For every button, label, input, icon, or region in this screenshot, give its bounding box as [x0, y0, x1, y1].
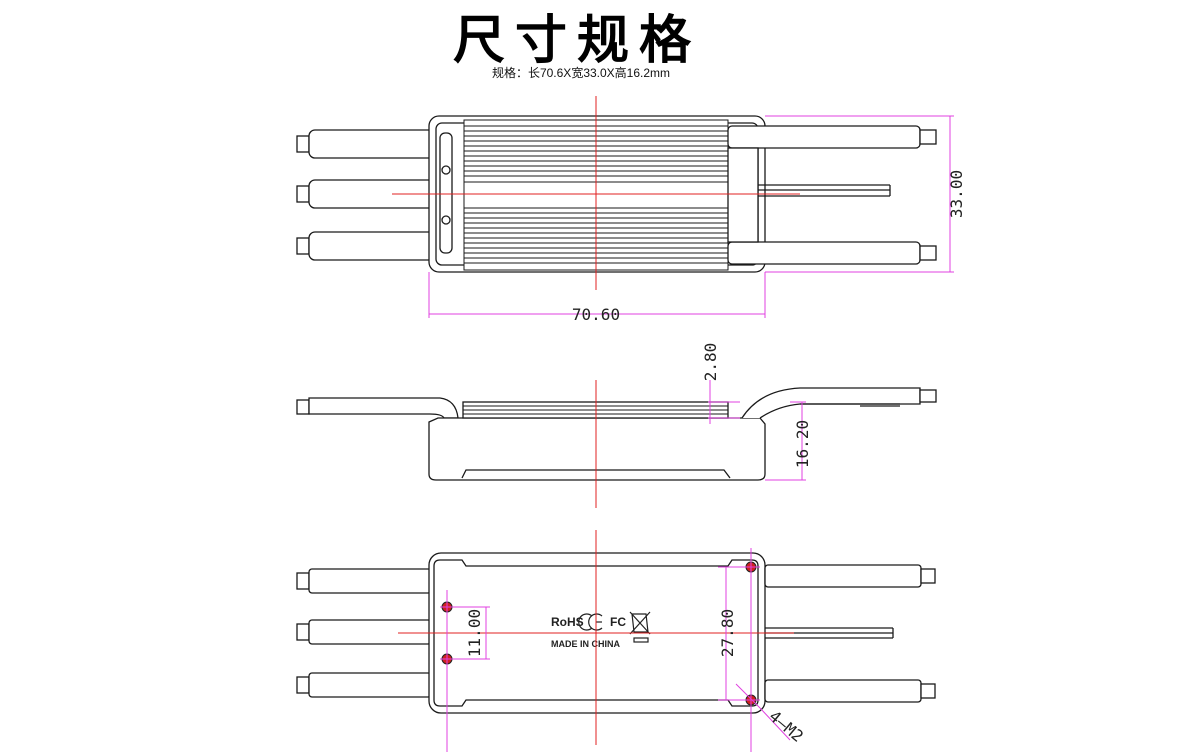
bottom-view-dimensions [440, 548, 791, 752]
battery-wires-right [727, 125, 937, 265]
height-dimension-label: 16.20 [793, 420, 812, 468]
ce-mark-icon [578, 613, 593, 631]
bottom-view-centerlines [398, 530, 794, 745]
hole-spacing-long-label: 27.80 [718, 609, 737, 657]
esc-body-side [428, 417, 766, 481]
width-dimension-label: 33.00 [947, 170, 966, 218]
rohs-mark: RoHS [551, 615, 584, 629]
top-view-centerlines [392, 96, 800, 290]
side-view [296, 387, 937, 481]
bottom-battery-wires [764, 564, 936, 703]
bottom-motor-wires [296, 568, 432, 698]
weee-bin-icon [629, 611, 651, 635]
fc-mark-icon: FC [610, 615, 626, 629]
hole-callout-label: 4—M2 [765, 707, 807, 746]
length-dimension-label: 70.60 [572, 305, 620, 324]
side-battery-wire [741, 387, 921, 419]
certification-marks [578, 611, 651, 643]
page-subtitle: 规格：长70.6X宽33.0X高16.2mm [491, 66, 671, 80]
motor-wires-left [296, 129, 460, 261]
top-view-dimensions [428, 115, 954, 318]
side-view-dimensions [708, 380, 806, 481]
hole-spacing-short-label: 11.00 [465, 609, 484, 657]
heatsink-height-label: 2.80 [701, 343, 720, 382]
page-title: 尺寸规格 [452, 11, 701, 71]
made-in-mark: MADE IN CHINA [551, 639, 620, 649]
